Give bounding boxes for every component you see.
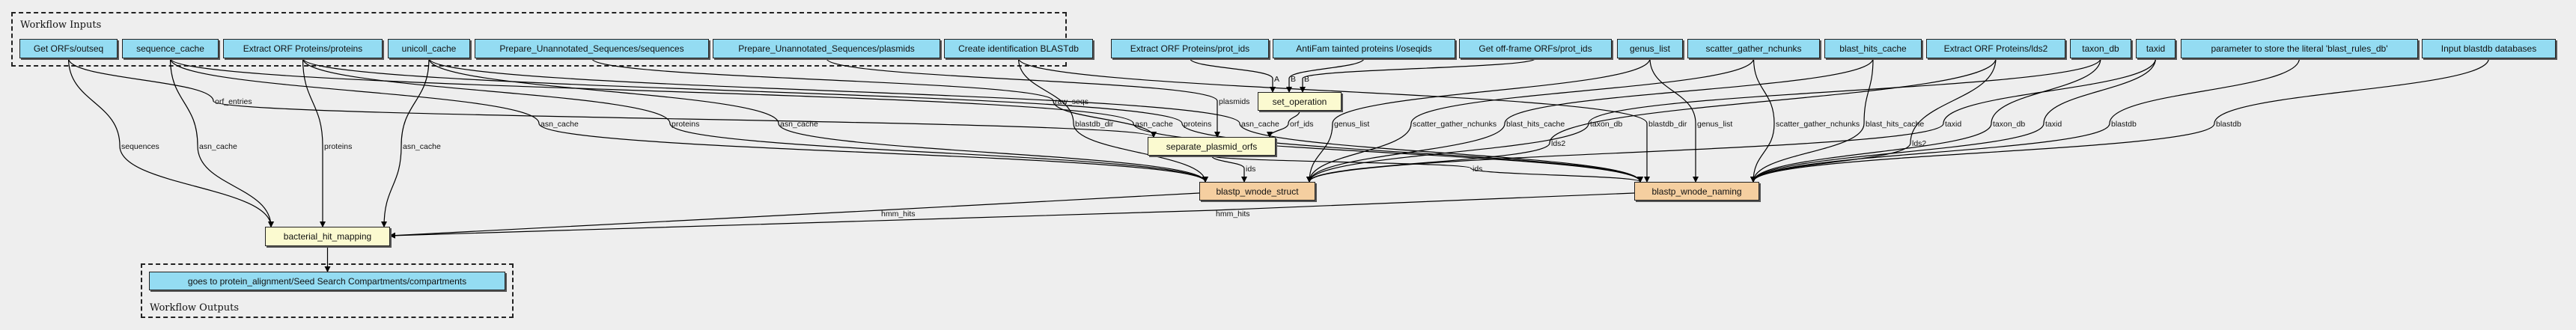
edge-lds2-to-naming	[1750, 58, 1997, 183]
edge-label: asn_cache	[199, 142, 237, 151]
edge-label: scatter_gather_nchunks	[1413, 120, 1496, 129]
edge-label: blast_hits_cache	[1506, 120, 1565, 129]
edge-label: ids	[1246, 165, 1255, 174]
workflow-outputs-label: Workflow Outputs	[150, 302, 239, 314]
node-inputdb[interactable]: Input blastdb databases	[2422, 39, 2556, 58]
edge-label: taxid	[1945, 120, 1961, 129]
edge-offframe-to-setop	[1300, 58, 1536, 93]
node-outseq[interactable]: Get ORFs/outseq	[19, 39, 118, 58]
node-lds2[interactable]: Extract ORF Proteins/lds2	[1926, 39, 2065, 58]
edge-label: asn_cache	[1135, 120, 1173, 129]
edge-label: B	[1291, 75, 1296, 84]
edge-protids-to-setop	[1189, 58, 1276, 93]
node-seqcache[interactable]: sequence_cache	[122, 39, 219, 58]
edge-setop-to-spo	[1267, 110, 1300, 138]
edge-label: asn_cache	[780, 120, 818, 129]
edge-label: orf_ids	[1290, 120, 1314, 129]
edge-label: genus_list	[1697, 120, 1732, 129]
edge-label: proteins	[1184, 120, 1211, 129]
node-proteins[interactable]: Extract ORF Proteins/proteins	[223, 39, 383, 58]
edge-label: scatter_gather_nchunks	[1776, 120, 1860, 129]
edge-unicoll-to-struct	[428, 58, 1208, 183]
edge-proteins-to-naming	[302, 58, 1643, 183]
node-spo[interactable]: separate_plasmid_orfs	[1148, 137, 1276, 156]
node-naming[interactable]: blastp_wnode_naming	[1634, 182, 1759, 201]
edge-taxondb-to-naming	[1750, 58, 2101, 183]
edge-label: proteins	[324, 142, 352, 151]
edge-bhc-to-struct	[1306, 58, 1874, 183]
edge-unicoll-to-bhm	[381, 58, 430, 227]
edge-unicoll-to-naming	[428, 58, 1643, 183]
node-param[interactable]: parameter to store the literal 'blast_ru…	[2181, 39, 2418, 58]
edge-naming-to-bhm	[389, 192, 1635, 239]
node-unicoll[interactable]: unicoll_cache	[388, 39, 470, 58]
node-struct[interactable]: blastp_wnode_struct	[1199, 182, 1315, 201]
edge-label: taxid	[2045, 120, 2062, 129]
edge-seqcache-to-struct	[169, 58, 1208, 183]
node-protids[interactable]: Extract ORF Proteins/prot_ids	[1111, 39, 1269, 58]
edge-label: sequences	[121, 142, 159, 151]
edge-taxid-to-naming	[1750, 58, 2157, 183]
edge-label: hmm_hits	[881, 210, 916, 219]
edge-struct-to-bhm	[389, 192, 1200, 239]
node-genus[interactable]: genus_list	[1617, 39, 1683, 58]
edge-bhc-to-naming	[1750, 58, 1874, 183]
edge-outseq-to-spo	[67, 58, 1157, 138]
edge-seqcache-to-bhm	[169, 58, 274, 227]
edge-spo-to-struct	[1211, 155, 1248, 183]
node-prepseq[interactable]: Prepare_Unannotated_Sequences/sequences	[475, 39, 709, 58]
edge-prepseq-to-spo	[591, 58, 1157, 138]
edge-label: A	[1274, 75, 1279, 84]
edge-label: plasmids	[1219, 97, 1249, 106]
edge-label: blastdb	[2216, 120, 2241, 129]
edge-label: lds2	[1551, 139, 1565, 148]
node-scatter[interactable]: scatter_gather_nchunks	[1687, 39, 1820, 58]
edge-label: blastdb	[2111, 120, 2137, 129]
edge-label: hmm_hits	[1216, 210, 1250, 219]
edge-label: asn_cache	[403, 142, 441, 151]
edge-label: asn_cache	[1241, 120, 1279, 129]
edge-label: taxon_db	[1993, 120, 2025, 129]
node-antifam[interactable]: AntiFam tainted proteins I/oseqids	[1273, 39, 1455, 58]
edge-label: asn_cache	[541, 120, 579, 129]
edge-label: genus_list	[1334, 120, 1369, 129]
node-offframe[interactable]: Get off-frame ORFs/prot_ids	[1459, 39, 1612, 58]
workflow-inputs-label: Workflow Inputs	[20, 19, 102, 31]
node-bhm[interactable]: bacterial_hit_mapping	[265, 227, 390, 246]
edge-spo-to-naming	[1211, 155, 1643, 183]
edge-label: blastdb_dir	[1075, 120, 1114, 129]
node-taxondb[interactable]: taxon_db	[2070, 39, 2131, 58]
edge-genus-to-struct	[1306, 58, 1651, 183]
edge-genus-to-naming	[1649, 58, 1699, 183]
edge-createdb-to-struct	[1017, 58, 1208, 183]
node-output[interactable]: goes to protein_alignment/Seed Search Co…	[149, 272, 505, 290]
edge-param-to-naming	[1750, 58, 2301, 183]
edge-proteins-to-bhm	[302, 58, 326, 227]
edge-antifam-to-setop	[1286, 58, 1365, 93]
edge-scatter-to-struct	[1306, 58, 1755, 183]
edge-taxondb-to-struct	[1306, 58, 2101, 183]
edge-label: blastdb_dir	[1648, 120, 1687, 129]
edge-label: ids	[1473, 165, 1482, 174]
edge-label: blast_hits_cache	[1866, 120, 1924, 129]
edge-scatter-to-naming	[1750, 58, 1775, 183]
edge-createdb-to-naming	[1017, 58, 1650, 183]
node-plasmids[interactable]: Prepare_Unannotated_Sequences/plasmids	[713, 39, 940, 58]
node-bhc[interactable]: blast_hits_cache	[1824, 39, 1922, 58]
node-taxid[interactable]: taxid	[2136, 39, 2175, 58]
node-createdb[interactable]: Create identification BLASTdb	[944, 39, 1093, 58]
edge-proteins-to-struct	[302, 58, 1208, 183]
edge-label: proteins	[672, 120, 699, 129]
edge-label: orf_entries	[215, 97, 252, 106]
edge-inputdb-to-naming	[1750, 58, 2490, 183]
edge-outseq-to-bhm	[67, 58, 274, 227]
node-setop[interactable]: set_operation	[1258, 92, 1342, 111]
edge-label: B	[1304, 75, 1309, 84]
edge-label: taxon_db	[1590, 120, 1622, 129]
